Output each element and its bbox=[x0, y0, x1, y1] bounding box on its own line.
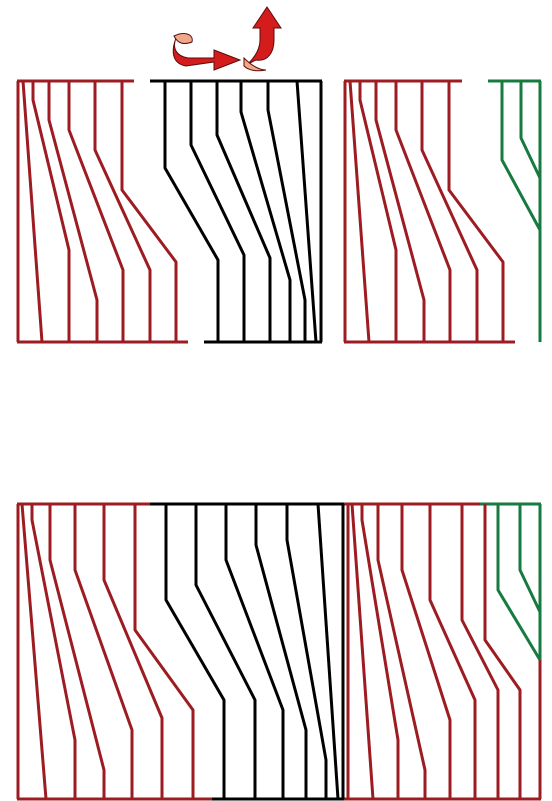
top-green-panel bbox=[488, 81, 541, 342]
flip-arrow bbox=[244, 7, 281, 71]
bottom-right-strand-6 bbox=[430, 504, 475, 799]
bottom-black-strand-6 bbox=[318, 504, 338, 799]
bottom-red-strands-right bbox=[348, 504, 520, 799]
top-red-panel-right bbox=[344, 81, 515, 342]
bottom-right-strand-2 bbox=[352, 504, 373, 799]
bottom-left-strand-6 bbox=[135, 504, 193, 799]
curved-arrow-up-icon bbox=[248, 7, 281, 64]
top-row bbox=[17, 81, 541, 342]
bottom-right-strand-5 bbox=[402, 504, 450, 799]
bottom-row bbox=[17, 504, 541, 799]
top-red-panel-left bbox=[17, 81, 188, 342]
bottom-left-strand-1 bbox=[22, 504, 46, 799]
bottom-green-strands bbox=[498, 504, 540, 660]
bottom-green-strand-2 bbox=[520, 504, 540, 612]
bottom-right-strand-8 bbox=[485, 504, 520, 799]
bottom-left-strand-2 bbox=[32, 504, 75, 799]
bottom-right-strand-3 bbox=[362, 504, 398, 799]
top-green-strand-2 bbox=[521, 81, 540, 178]
rotate-arrow bbox=[173, 34, 240, 70]
top-right-strand-4 bbox=[376, 81, 424, 342]
bottom-black-strand-4 bbox=[256, 504, 306, 799]
curved-arrow-right-underside bbox=[174, 34, 192, 44]
top-left-strand-4 bbox=[49, 81, 97, 342]
